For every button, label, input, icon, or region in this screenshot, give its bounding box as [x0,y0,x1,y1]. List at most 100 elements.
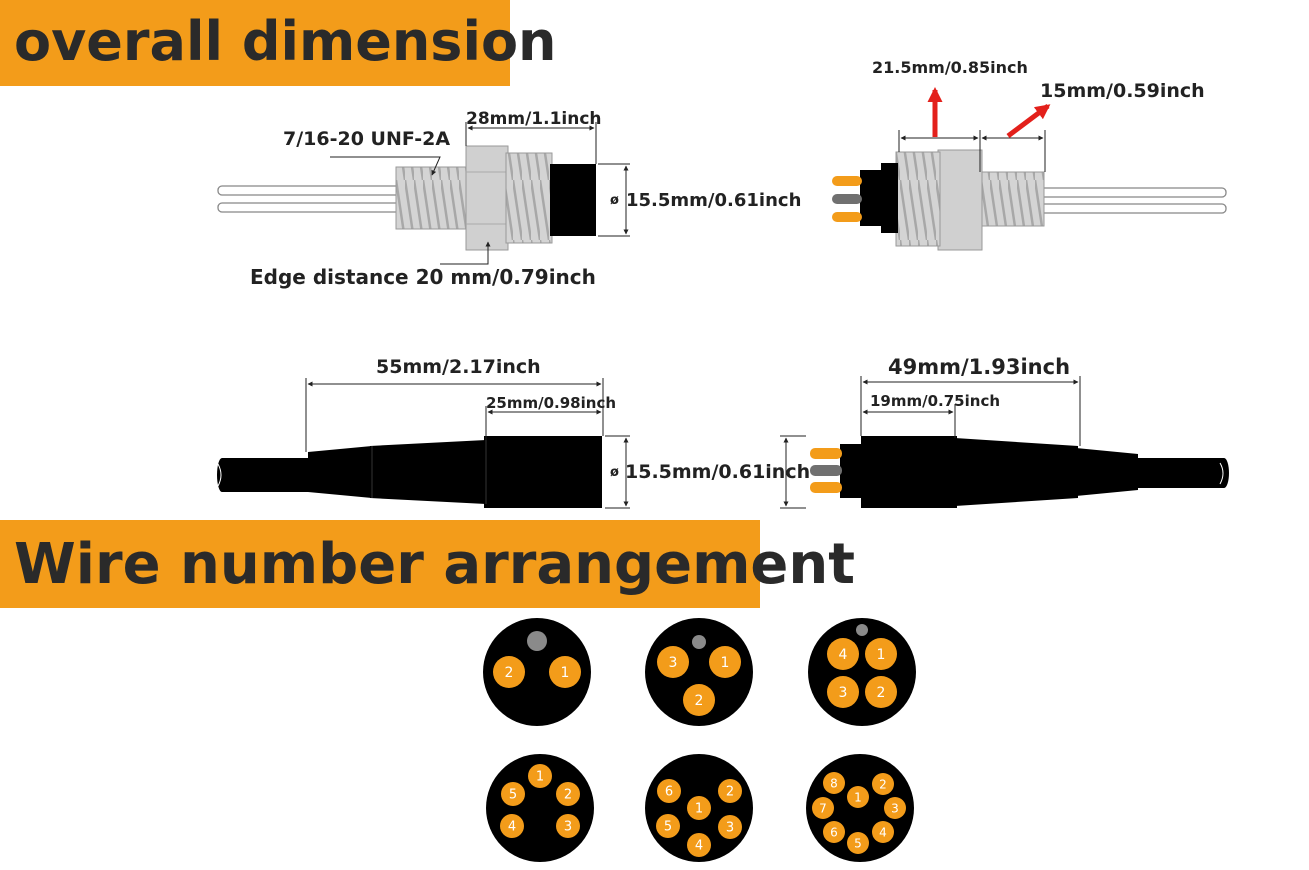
pin-number: 7 [819,801,827,815]
hex-nut-right [937,149,983,251]
pin-contact [847,786,869,808]
pin-number: 6 [830,825,838,839]
pin-number: 1 [877,647,886,663]
pin-number: 1 [561,665,570,681]
pin-carrier [860,170,882,226]
thread-spec-label: 7/16-20 UNF-2A [283,128,450,150]
length-label-bottom-left-head: 25mm/0.98inch [486,394,616,412]
black-cap [550,164,596,236]
cable-pin-1 [810,448,842,459]
connector-side-view-right [832,149,1227,251]
pin-contact [823,772,845,794]
pin-number: 4 [508,820,516,835]
connector-side-view-left [217,145,596,251]
pin-number: 2 [877,685,886,701]
pin-number: 2 [564,788,572,803]
pin-contact [501,782,525,806]
section-banner-wire: Wire number arrangement [0,520,855,608]
pin-number: 5 [854,836,862,850]
cable-pin-2 [810,465,842,476]
pin-contact [500,814,524,838]
threaded-shank-right [979,171,1045,227]
pin-contact [657,646,689,678]
pin-contact [549,656,581,688]
body-thread [505,152,553,244]
diameter-label-bottom: 15.5mm/0.61inch [625,461,810,483]
pin-3 [832,212,862,222]
hex-nut [465,145,509,251]
pin-contact [687,833,711,857]
pin-contact [865,638,897,670]
length-label-top-right-b: 15mm/0.59inch [1040,80,1205,102]
pin-contact [884,797,906,819]
edge-distance-label: Edge distance 20 mm/0.79inch [250,265,596,289]
pin-contact [718,815,742,839]
diameter-symbol-bottom: ø [610,465,619,480]
pin-number: 4 [839,647,848,663]
section-title-overall: overall dimension [14,10,557,73]
cable-pin-3 [810,482,842,493]
pin-number: 1 [695,802,703,817]
dimension-lines-top-right [898,130,1046,172]
section-banner-overall: overall dimension [0,0,557,86]
section-title-wire: Wire number arrangement [14,532,856,597]
pin-contact [718,779,742,803]
pin-number: 1 [854,790,862,804]
pinout-1: 12 [483,618,591,726]
dimension-lines-top-left [330,122,630,265]
lead-wires [217,185,404,213]
diameter-symbol: ø [610,193,619,208]
pin-contact [656,814,680,838]
pin-number: 3 [839,685,848,701]
key-mark [692,635,706,649]
pin-number: 5 [509,788,517,803]
key-mark [527,631,547,651]
pin-number: 3 [891,801,899,815]
dimension-lines-bottom-left [305,378,630,509]
key-mark [856,624,868,636]
threaded-shank [395,166,469,230]
pin-2 [832,194,862,204]
pinout-3: 1 2 3 4 [808,618,916,726]
pin-contact [556,782,580,806]
pin-number: 4 [695,839,703,854]
cable-connector-left [217,436,602,508]
pin-1 [832,176,862,186]
body-thread-right [895,151,941,247]
pin-contact [827,638,859,670]
pin-contact [847,832,869,854]
pinout-2: 123 [645,618,753,726]
pin-number: 2 [879,777,887,791]
pin-contact [556,814,580,838]
pin-number: 3 [669,655,678,671]
pin-number: 3 [726,821,734,836]
length-label-bottom-right-head: 19mm/0.75inch [870,392,1000,410]
pin-number: 8 [830,776,838,790]
pin-contact [827,676,859,708]
length-label-bottom-right-total: 49mm/1.93inch [888,355,1070,379]
pin-number: 5 [664,820,672,835]
pin-number: 3 [564,820,572,835]
pin-contact [872,773,894,795]
pinout-5: 1 2 3 4 5 6 [645,754,753,862]
pin-number: 1 [536,770,544,785]
pin-number: 6 [665,785,673,800]
length-label-bottom-left-total: 55mm/2.17inch [376,356,541,378]
dimension-lines-bottom-right [780,376,1081,509]
pinout-4: 1 2 3 4 5 [486,754,594,862]
connector-face [483,618,591,726]
flange-right [881,163,898,233]
pin-contact [687,796,711,820]
red-arrows [927,87,1051,138]
pin-number: 2 [505,665,514,681]
cable-connector-right [810,436,1229,508]
pin-contact [865,676,897,708]
pin-contact [812,797,834,819]
pin-contact [709,646,741,678]
pin-number: 2 [726,785,734,800]
connector-face [645,618,753,726]
lead-wires-right [1039,187,1227,214]
pin-number: 2 [695,693,704,709]
